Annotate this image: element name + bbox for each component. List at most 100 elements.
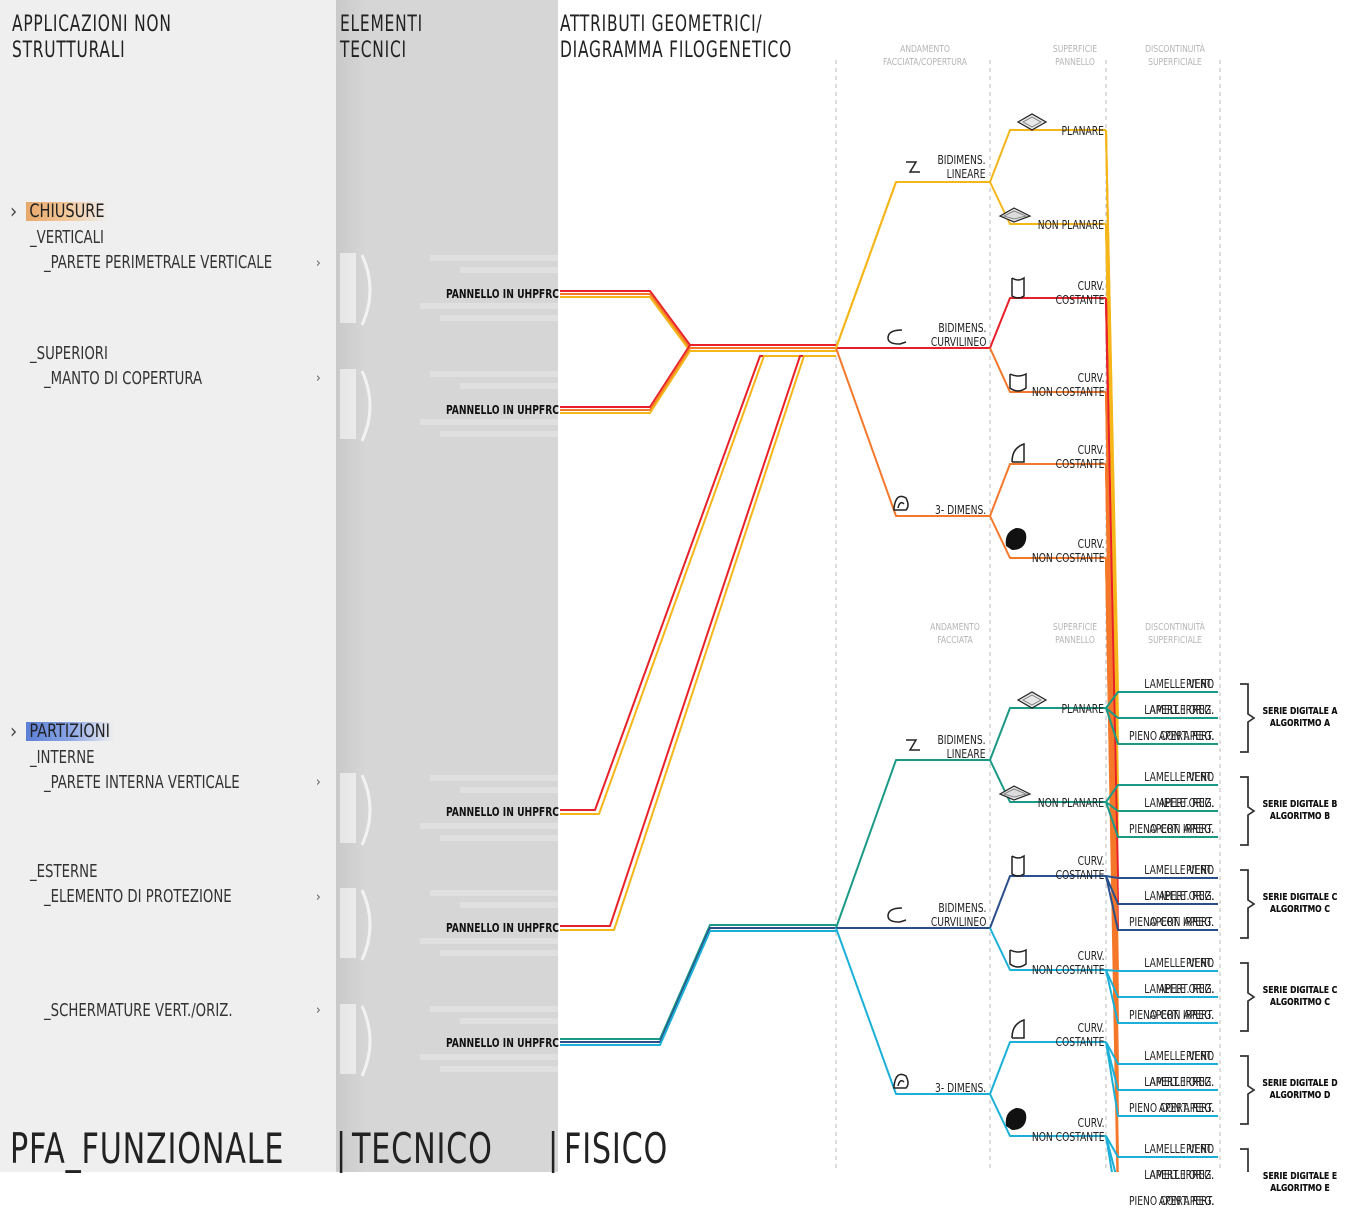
leaf-label: APERT. IRREG. bbox=[1149, 1008, 1214, 1022]
ghost-block bbox=[340, 888, 356, 958]
bundle-line bbox=[560, 350, 836, 414]
plane-icon bbox=[1016, 113, 1048, 131]
leaf-label: PIENO CON APERT. bbox=[1129, 1101, 1214, 1115]
serie-digitale-label: SERIE DIGITALE C ALGORITMO C bbox=[1262, 892, 1338, 915]
tree-branch bbox=[835, 347, 990, 517]
leaf-branch bbox=[1105, 691, 1218, 709]
bundle-line bbox=[560, 293, 836, 349]
curve-icon bbox=[887, 329, 907, 345]
ghost-text bbox=[420, 823, 558, 829]
leaf-label: APERT. REG. bbox=[1158, 796, 1214, 810]
serie-bracket bbox=[1240, 1055, 1256, 1125]
serie-bracket bbox=[1240, 776, 1256, 846]
leaf-label: APERT. IRREG. bbox=[1149, 822, 1214, 836]
node-curv-non-costante: CURV. NON COSTANTE bbox=[1031, 1116, 1104, 1144]
uncurv-icon bbox=[1009, 372, 1027, 392]
panel-label: PANNELLO IN UHPFRC bbox=[445, 287, 559, 301]
node-curv-non-costante: CURV. NON COSTANTE bbox=[1031, 537, 1104, 565]
node-bidimens-curvilineo: BIDIMENS. CURVILINEO bbox=[930, 901, 986, 929]
tree-branch bbox=[835, 927, 990, 1095]
arrow-icon: › bbox=[316, 890, 321, 905]
tridim-icon bbox=[893, 1073, 909, 1089]
leaf-label: PIENO bbox=[1185, 956, 1214, 970]
blob-icon bbox=[1005, 1108, 1027, 1130]
leaf-branch bbox=[1105, 969, 1218, 1024]
footer-fisico: FISICO bbox=[564, 1124, 669, 1173]
tree-branch bbox=[989, 1041, 1106, 1095]
tree-branch bbox=[835, 181, 897, 349]
leaf-label: LAMELLE VERT. bbox=[1144, 956, 1214, 970]
panel-label: PANNELLO IN UHPFRC bbox=[445, 1036, 559, 1050]
category-partizioni: PARTIZIONI bbox=[26, 722, 114, 741]
blob-icon bbox=[1005, 528, 1027, 550]
node-bidimens-lineare: BIDIMENS. LINEARE bbox=[937, 153, 986, 181]
serie-digitale-label: SERIE DIGITALE A ALGORITMO A bbox=[1262, 706, 1338, 729]
leaf-branch bbox=[1105, 1135, 1117, 1172]
leaf-branch bbox=[1105, 129, 1218, 745]
partizioni-chevron-icon: › bbox=[10, 719, 18, 743]
bracket bbox=[360, 370, 372, 442]
curvilineo-icon bbox=[887, 329, 907, 345]
cono-icon bbox=[1011, 442, 1025, 463]
serie-digitale-label: SERIE DIGITALE C ALGORITMO C bbox=[1262, 892, 1338, 915]
leaf-branch bbox=[1105, 969, 1218, 972]
arrow-icon: › bbox=[316, 256, 321, 271]
item-elemento-protezione: _ELEMENTO DI PROTEZIONE bbox=[44, 886, 232, 907]
serie-digitale-label: SERIE DIGITALE B ALGORITMO B bbox=[1262, 799, 1338, 822]
leaf-branch bbox=[1105, 557, 1218, 1158]
leaf-branch bbox=[1105, 297, 1218, 905]
footer-divider: | bbox=[336, 1124, 347, 1173]
bundle-line bbox=[560, 355, 836, 815]
level-verticali: _VERTICALI bbox=[30, 227, 104, 248]
serie-bracket bbox=[1240, 869, 1256, 939]
leaf-label: LAMELLE VERT. bbox=[1144, 863, 1214, 877]
serie-digitale-label: SERIE DIGITALE E ALGORITMO E bbox=[1262, 1171, 1338, 1194]
header-applicazioni: APPLICAZIONI NON STRUTTURALI bbox=[12, 12, 172, 64]
node-curv-costante: CURV. COSTANTE bbox=[1055, 279, 1104, 307]
leaf-label: APERT. REG. bbox=[1158, 729, 1214, 743]
zigzag-icon bbox=[906, 161, 920, 173]
arrow-icon: › bbox=[316, 1003, 321, 1018]
leaf-branch bbox=[1105, 223, 1218, 786]
leaf-branch bbox=[1105, 969, 1218, 998]
bundle-line bbox=[560, 355, 836, 927]
level-interne: _INTERNE bbox=[30, 747, 95, 768]
leaf-label: APERT. IRREG. bbox=[1149, 915, 1214, 929]
node-curv-costante: CURV. COSTANTE bbox=[1055, 1021, 1104, 1049]
cilindro-icon bbox=[1011, 854, 1025, 877]
serie-bracket bbox=[1240, 776, 1256, 846]
leaf-branch bbox=[1105, 707, 1218, 745]
zigzag-icon bbox=[906, 739, 920, 751]
colheader-andamento-bottom: ANDAMENTO FACCIATA bbox=[930, 622, 980, 646]
ghost-text bbox=[420, 938, 558, 944]
node-planare: PLANARE bbox=[1061, 702, 1104, 716]
serie-bracket bbox=[1240, 962, 1256, 1032]
serie-digitale-label: SERIE DIGITALE C ALGORITMO C bbox=[1262, 985, 1338, 1008]
serie-bracket bbox=[1240, 1148, 1249, 1172]
item-parete-perimetrale: _PARETE PERIMETRALE VERTICALE bbox=[44, 252, 273, 273]
leaf-branch bbox=[1105, 875, 1218, 879]
bundle-line bbox=[560, 296, 836, 352]
ghost-text bbox=[420, 1054, 558, 1060]
ghost-text bbox=[430, 255, 558, 261]
bundle-line bbox=[560, 347, 836, 411]
plane-inner bbox=[1002, 788, 1028, 798]
plane-inner bbox=[1022, 694, 1042, 706]
leaf-branch bbox=[1105, 297, 1218, 879]
serie-bracket bbox=[1240, 869, 1256, 939]
nonplanare-icon bbox=[998, 785, 1032, 801]
category-chiusure: CHIUSURE bbox=[26, 202, 108, 221]
bundle-line bbox=[560, 355, 836, 931]
tridim-icon bbox=[893, 495, 909, 511]
ghost-block bbox=[340, 253, 356, 323]
leaf-branch bbox=[1105, 223, 1218, 812]
tecnico-band bbox=[336, 0, 558, 1172]
ghost-block bbox=[340, 369, 356, 439]
leaf-branch bbox=[1105, 391, 1218, 998]
serie-bracket bbox=[1240, 683, 1256, 753]
ghost-text bbox=[430, 890, 558, 896]
node-3-dimens: 3- DIMENS. bbox=[934, 1081, 986, 1095]
serie-digitale-label: SERIE DIGITALE D ALGORITMO D bbox=[1262, 1078, 1338, 1101]
lineare-icon bbox=[906, 161, 920, 173]
